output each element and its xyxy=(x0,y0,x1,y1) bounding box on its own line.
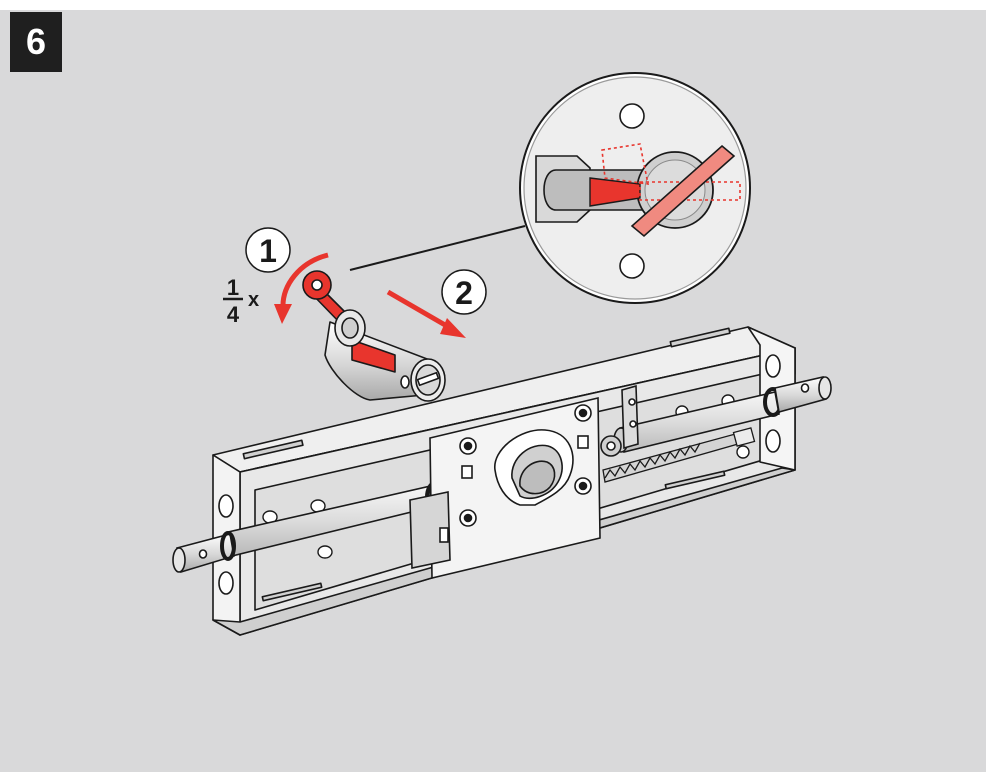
right-end-holes xyxy=(765,354,781,453)
step-two-callout: 2 xyxy=(441,269,487,315)
key-cylinder xyxy=(302,270,446,402)
step-two-label: 2 xyxy=(455,275,473,311)
fraction-denominator: 4 xyxy=(227,302,240,327)
step-number-badge: 6 xyxy=(10,12,62,72)
remove-arrow-icon xyxy=(386,289,466,338)
gear-rack xyxy=(602,427,756,483)
rotate-arrow-icon xyxy=(274,252,329,324)
step-one-callout: 1 xyxy=(245,227,291,273)
times-label: x xyxy=(248,289,259,311)
fraction-numerator: 1 xyxy=(227,275,239,300)
left-end-holes xyxy=(218,494,234,595)
magnifier-leader-line xyxy=(349,225,526,271)
floor-holes xyxy=(262,394,750,559)
quarter-turn-label: 1 4 x xyxy=(223,275,259,327)
magnifier-detail xyxy=(519,72,751,304)
right-slide-bar xyxy=(613,376,832,453)
center-plate xyxy=(409,384,639,580)
step-one-label: 1 xyxy=(259,233,277,269)
